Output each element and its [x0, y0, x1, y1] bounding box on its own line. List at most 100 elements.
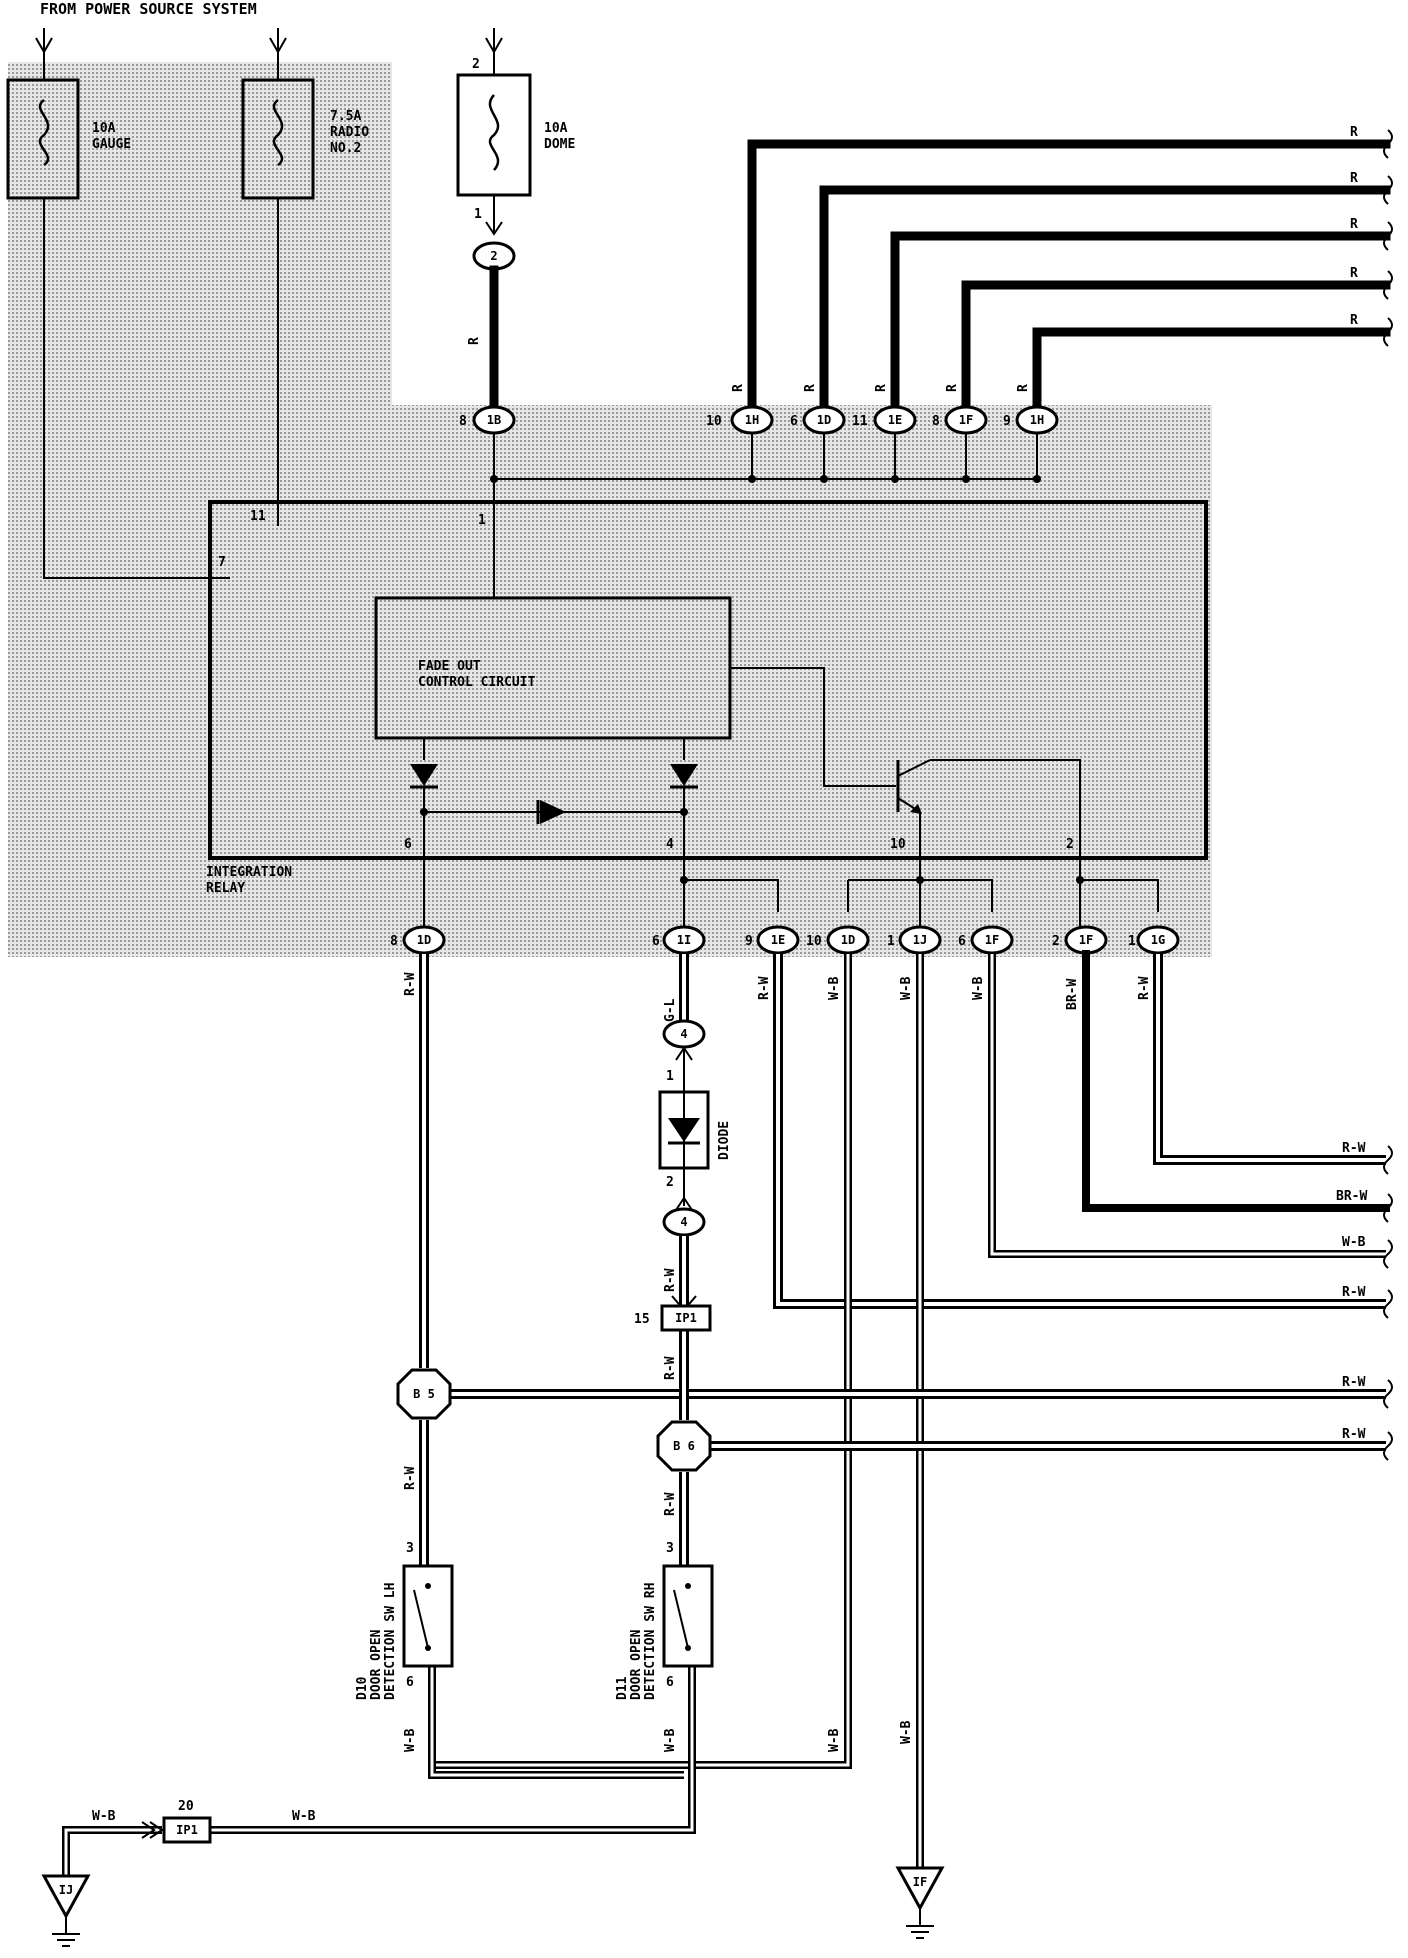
- svg-text:1: 1: [1128, 934, 1136, 949]
- svg-text:BR-W: BR-W: [1336, 1189, 1367, 1204]
- svg-text:W-B: W-B: [1342, 1235, 1366, 1250]
- svg-text:1I: 1I: [677, 933, 691, 947]
- svg-text:W-B: W-B: [827, 976, 842, 1000]
- svg-text:D10: D10: [355, 1676, 370, 1700]
- svg-text:R-W: R-W: [1342, 1285, 1366, 1300]
- svg-text:R: R: [1350, 313, 1358, 328]
- svg-text:R-W: R-W: [663, 1492, 678, 1516]
- svg-text:1: 1: [666, 1069, 674, 1084]
- relay-label: INTEGRATION: [206, 865, 292, 880]
- svg-text:2: 2: [1052, 934, 1060, 949]
- svg-text:8: 8: [932, 414, 940, 429]
- svg-text:1G: 1G: [1151, 933, 1165, 947]
- svg-text:1F: 1F: [985, 933, 999, 947]
- fuse-radio-name: RADIO: [330, 125, 369, 140]
- diode-label: DIODE: [717, 1121, 732, 1160]
- svg-text:4: 4: [666, 837, 674, 852]
- svg-text:6: 6: [790, 414, 798, 429]
- right-top-wire-labels: R R R R R: [1350, 125, 1358, 328]
- dome-wire-label: R: [467, 337, 482, 345]
- fuse-radio-rating: 7.5A: [330, 109, 361, 124]
- bottom-connector-1D-b: 1D 10: [806, 925, 870, 955]
- svg-text:10: 10: [890, 837, 906, 852]
- relay-label-2: RELAY: [206, 881, 245, 896]
- top-connector-1H-a: 1H 10: [706, 405, 774, 435]
- bottom-wires: [62, 950, 1390, 1876]
- svg-text:1: 1: [478, 513, 486, 528]
- svg-text:1: 1: [887, 934, 895, 949]
- svg-text:BR-W: BR-W: [1065, 979, 1080, 1010]
- svg-text:1D: 1D: [817, 413, 831, 427]
- svg-text:R-W: R-W: [757, 976, 772, 1000]
- svg-text:B 6: B 6: [673, 1439, 695, 1453]
- bottom-connector-1J: 1J 1: [887, 925, 942, 955]
- svg-text:1B: 1B: [487, 413, 501, 427]
- svg-text:10: 10: [806, 934, 822, 949]
- svg-text:W-B: W-B: [663, 1728, 678, 1752]
- svg-text:R: R: [1350, 266, 1358, 281]
- svg-text:R-W: R-W: [1342, 1375, 1366, 1390]
- svg-text:1J: 1J: [913, 933, 927, 947]
- svg-text:R-W: R-W: [1342, 1141, 1366, 1156]
- dome-connector-label: 2: [490, 249, 497, 263]
- bottom-connector-1I: 1I 6: [652, 925, 706, 955]
- fuse-dome-name: DOME: [544, 137, 575, 152]
- fuse-gauge-rating: 10A: [92, 121, 116, 136]
- svg-text:8: 8: [459, 414, 467, 429]
- svg-text:R-W: R-W: [1342, 1427, 1366, 1442]
- svg-text:R: R: [1350, 125, 1358, 140]
- svg-text:W-B: W-B: [403, 1728, 418, 1752]
- svg-text:R-W: R-W: [403, 972, 418, 996]
- svg-text:W-B: W-B: [899, 1720, 914, 1744]
- svg-text:11: 11: [250, 509, 266, 524]
- svg-text:4: 4: [680, 1027, 687, 1041]
- svg-text:6: 6: [666, 1675, 674, 1690]
- relay-diodes: 6 4: [404, 738, 698, 944]
- svg-text:1F: 1F: [1079, 933, 1093, 947]
- junction-b6: B 6: [656, 1420, 712, 1472]
- svg-text:B 5: B 5: [413, 1387, 435, 1401]
- svg-text:R: R: [803, 384, 818, 392]
- svg-text:W-B: W-B: [292, 1809, 316, 1824]
- svg-text:R-W: R-W: [403, 1466, 418, 1490]
- wire-break-marks: [1383, 129, 1393, 347]
- svg-text:W-B: W-B: [92, 1809, 116, 1824]
- svg-text:R: R: [945, 384, 960, 392]
- wire-break-marks-bottom: [1383, 1145, 1393, 1461]
- top-bus: [490, 433, 1041, 598]
- svg-text:IP1: IP1: [176, 1823, 198, 1837]
- svg-text:D11: D11: [615, 1676, 630, 1700]
- fuse-dome-pin-bottom: 1: [474, 207, 482, 222]
- svg-text:3: 3: [666, 1541, 674, 1556]
- bottom-connector-1E: 1E 9: [745, 925, 800, 955]
- door-open-detection-switch-rh: R-W 3 6 D11 DOOR OPEN DETECTION SW RH W-…: [615, 1492, 714, 1752]
- integration-relay: 11 1 7 INTEGRATION RELAY: [206, 500, 1208, 896]
- svg-text:DETECTION SW LH: DETECTION SW LH: [383, 1583, 398, 1700]
- svg-text:6: 6: [404, 837, 412, 852]
- fuse-radio-name2: NO.2: [330, 141, 361, 156]
- svg-text:6: 6: [652, 934, 660, 949]
- svg-text:IJ: IJ: [59, 1883, 73, 1897]
- svg-text:20: 20: [178, 1799, 194, 1814]
- ground-ij-icon: IJ: [41, 1874, 91, 1947]
- shaded-region: [8, 62, 1212, 957]
- svg-text:1D: 1D: [417, 933, 431, 947]
- svg-text:DOOR OPEN: DOOR OPEN: [369, 1629, 384, 1700]
- fuse-dome-pin-top: 2: [472, 57, 480, 72]
- svg-text:10: 10: [706, 414, 722, 429]
- svg-text:9: 9: [745, 934, 753, 949]
- fuse-radio: 7.5A RADIO NO.2: [241, 28, 369, 200]
- svg-text:1D: 1D: [841, 933, 855, 947]
- svg-text:R: R: [874, 384, 889, 392]
- svg-text:6: 6: [406, 1675, 414, 1690]
- bottom-wire-labels: R-W G-L R-W W-B W-B W-B BR-W R-W: [403, 972, 1152, 1022]
- svg-text:W-B: W-B: [827, 1728, 842, 1752]
- svg-text:6: 6: [958, 934, 966, 949]
- bottom-connector-1D-a: 1D 8: [390, 925, 446, 955]
- bottom-connector-1G: 1G 1: [1128, 925, 1180, 955]
- svg-text:4: 4: [680, 1215, 687, 1229]
- right-bottom-wire-labels: R-W BR-W W-B R-W R-W R-W: [1336, 1141, 1367, 1442]
- fuse-dome: 2 10A DOME 1: [456, 28, 575, 236]
- svg-text:1H: 1H: [1030, 413, 1044, 427]
